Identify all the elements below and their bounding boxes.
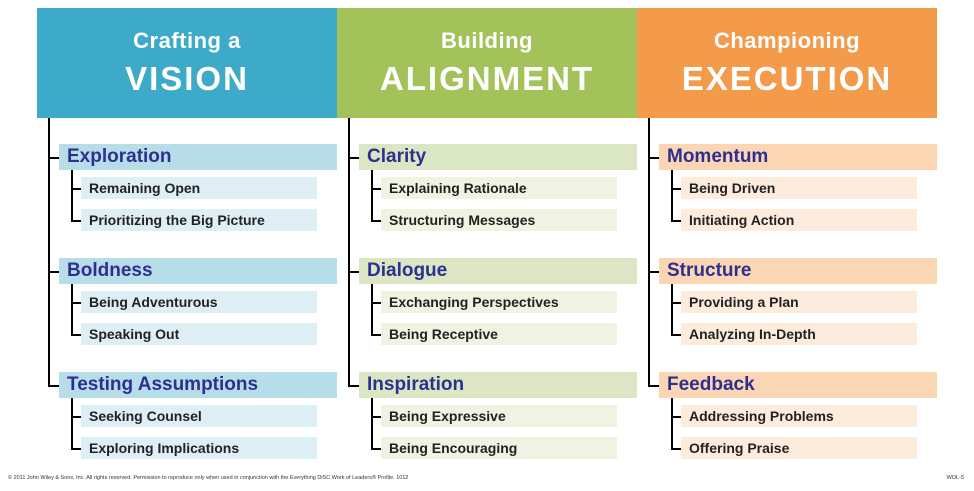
connector-sub-branch: [371, 416, 383, 418]
behavior-item: Offering Praise: [681, 437, 917, 459]
connector-sub-trunk: [371, 398, 373, 448]
connector-sub-trunk: [71, 170, 73, 220]
connector-sub-trunk: [71, 284, 73, 334]
group-heading: Exploration: [59, 144, 337, 170]
group-heading: Clarity: [359, 144, 637, 170]
connector-branch: [648, 271, 662, 273]
connector-sub-branch: [71, 188, 83, 190]
connector-trunk: [648, 118, 650, 385]
behavior-item: Being Expressive: [381, 405, 617, 427]
behavior-item: Being Encouraging: [381, 437, 617, 459]
connector-branch: [348, 157, 362, 159]
connector-trunk: [48, 118, 50, 385]
connector-sub-branch: [71, 448, 83, 450]
connector-sub-trunk: [671, 398, 673, 448]
behavior-item: Exchanging Perspectives: [381, 291, 617, 313]
connector-sub-branch: [71, 416, 83, 418]
behavior-item: Remaining Open: [81, 177, 317, 199]
connector-branch: [48, 157, 62, 159]
connector-sub-branch: [371, 302, 383, 304]
connector-sub-trunk: [671, 284, 673, 334]
behavior-item: Structuring Messages: [381, 209, 617, 231]
column-header-line1: Building: [441, 28, 533, 53]
connector-sub-branch: [671, 220, 683, 222]
connector-trunk: [348, 118, 350, 385]
connector-sub-trunk: [371, 170, 373, 220]
group-heading: Boldness: [59, 258, 337, 284]
connector-sub-branch: [671, 188, 683, 190]
group-heading: Feedback: [659, 372, 937, 398]
connector-sub-branch: [71, 334, 83, 336]
connector-sub-branch: [671, 334, 683, 336]
group-heading: Structure: [659, 258, 937, 284]
connector-sub-branch: [671, 448, 683, 450]
copyright-notice: © 2011 John Wiley & Sons, Inc. All right…: [8, 475, 409, 481]
group-heading: Inspiration: [359, 372, 637, 398]
connector-sub-branch: [671, 416, 683, 418]
connector-branch: [648, 385, 662, 387]
connector-sub-trunk: [371, 284, 373, 334]
behavior-item: Being Receptive: [381, 323, 617, 345]
connector-branch: [348, 385, 362, 387]
group-heading: Dialogue: [359, 258, 637, 284]
column-header-vision: Crafting a VISION: [37, 8, 337, 118]
behavior-item: Analyzing In-Depth: [681, 323, 917, 345]
behavior-item: Being Driven: [681, 177, 917, 199]
document-code: WOL-5: [946, 475, 964, 481]
connector-branch: [648, 157, 662, 159]
column-header-line1: Championing: [713, 28, 861, 53]
group-heading: Testing Assumptions: [59, 372, 337, 398]
behavior-item: Initiating Action: [681, 209, 917, 231]
behavior-item: Exploring Implications: [81, 437, 317, 459]
connector-sub-branch: [371, 220, 383, 222]
behavior-item: Speaking Out: [81, 323, 317, 345]
connector-sub-branch: [71, 220, 83, 222]
connector-branch: [48, 385, 62, 387]
connector-sub-branch: [371, 448, 383, 450]
connector-sub-branch: [371, 188, 383, 190]
behavior-item: Being Adventurous: [81, 291, 317, 313]
connector-sub-trunk: [671, 170, 673, 220]
connector-sub-branch: [671, 302, 683, 304]
group-heading: Momentum: [659, 144, 937, 170]
connector-branch: [48, 271, 62, 273]
column-header-line2: VISION: [125, 60, 249, 97]
connector-sub-branch: [371, 334, 383, 336]
behavior-item: Seeking Counsel: [81, 405, 317, 427]
column-header-line1: Crafting a: [133, 28, 241, 53]
connector-sub-trunk: [71, 398, 73, 448]
behavior-item: Prioritizing the Big Picture: [81, 209, 317, 231]
behavior-item: Explaining Rationale: [381, 177, 617, 199]
behavior-item: Addressing Problems: [681, 405, 917, 427]
column-header-line2: ALIGNMENT: [379, 60, 595, 97]
behavior-item: Providing a Plan: [681, 291, 917, 313]
connector-sub-branch: [71, 302, 83, 304]
column-header-line2: EXECUTION: [681, 60, 893, 97]
connector-branch: [348, 271, 362, 273]
